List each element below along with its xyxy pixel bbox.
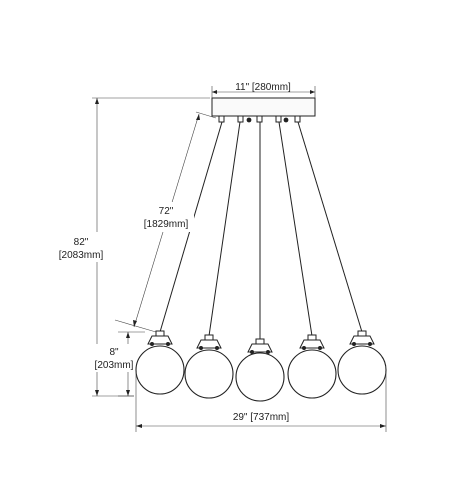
- globe-height-mm-label: [203mm]: [95, 360, 134, 371]
- pendant-2: [184, 334, 234, 399]
- overall-height-inches-label: 82": [74, 237, 89, 248]
- globe-4: [287, 349, 337, 399]
- overall-height-mm-label: [2083mm]: [59, 250, 104, 261]
- pendant-1: [135, 330, 185, 395]
- canopy-width-dimension: 11" [280mm]: [211, 82, 316, 98]
- canopy-width-label: 11" [280mm]: [235, 82, 291, 93]
- cords: [159, 121, 363, 340]
- pendant-3: [235, 338, 285, 402]
- cord-length-mm-label: [1829mm]: [144, 219, 189, 230]
- globe-height-inches-label: 8": [109, 347, 119, 358]
- globe-5: [337, 345, 387, 395]
- canopy-ports: [218, 115, 301, 123]
- overall-width-dimension: 29" [737mm]: [135, 372, 387, 432]
- canopy: [211, 97, 316, 117]
- globe-1: [135, 345, 185, 395]
- cord-length-dimension: 72" [1829mm]: [114, 111, 217, 333]
- globe-height-dimension: 8" [203mm]: [95, 331, 145, 397]
- pendant-5: [337, 330, 387, 395]
- overall-height-dimension: 82" [2083mm]: [58, 97, 210, 397]
- cord-length-inches-label: 72": [159, 206, 174, 217]
- overall-width-label: 29" [737mm]: [233, 412, 290, 423]
- pendant-4: [287, 334, 337, 399]
- globe-2: [184, 349, 234, 399]
- globe-3: [235, 352, 285, 402]
